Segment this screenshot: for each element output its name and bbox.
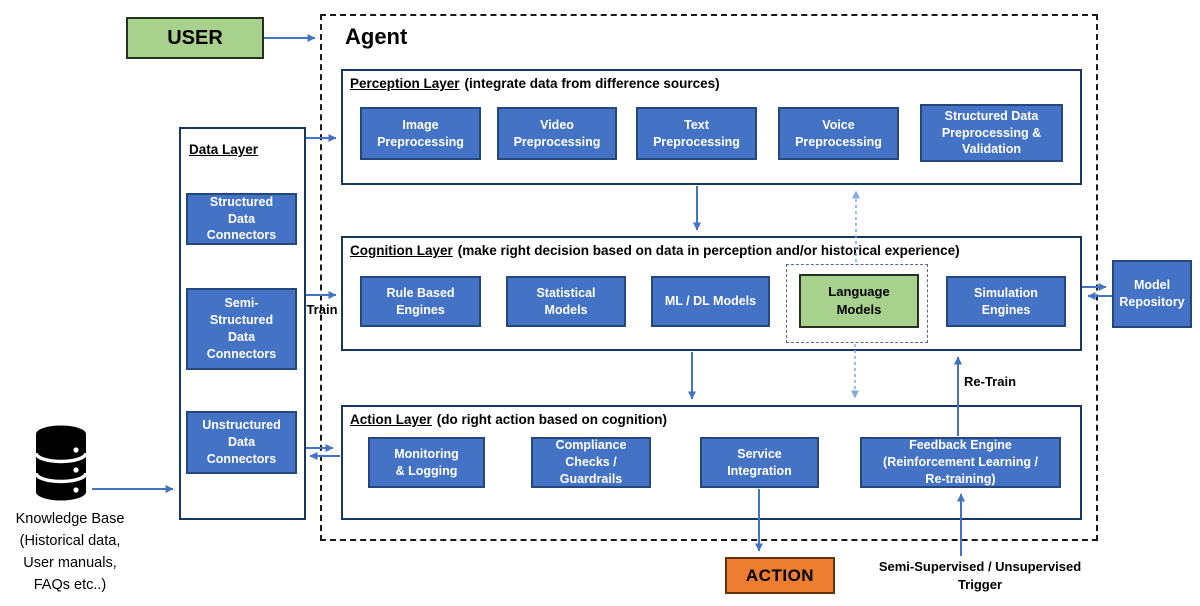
perception-layer-desc: (integrate data from difference sources) xyxy=(464,76,720,91)
box-service-integration: Service Integration xyxy=(700,437,819,488)
perception-layer-header: Perception Layer (integrate data from dif… xyxy=(350,76,720,91)
box-unstructured-data-connectors: Unstructured Data Connectors xyxy=(186,411,297,474)
box-language-models: Language Models xyxy=(799,274,919,328)
box-simulation-engines: Simulation Engines xyxy=(946,276,1066,327)
box-compliance-checks: Compliance Checks / Guardrails xyxy=(531,437,651,488)
user-box: USER xyxy=(126,17,264,59)
language-models-highlight-frame xyxy=(786,264,928,343)
box-image-preprocessing: Image Preprocessing xyxy=(360,107,481,160)
cognition-layer-header: Cognition Layer (make right decision base… xyxy=(350,243,960,258)
action-layer-header: Action Layer (do right action based on co… xyxy=(350,412,667,427)
action-layer-desc: (do right action based on cognition) xyxy=(436,412,668,427)
perception-layer-title: Perception Layer xyxy=(350,76,460,91)
train-label: Train xyxy=(306,302,338,317)
box-monitoring-logging: Monitoring & Logging xyxy=(368,437,485,488)
box-rule-based-engines: Rule Based Engines xyxy=(360,276,481,327)
box-video-preprocessing: Video Preprocessing xyxy=(497,107,617,160)
action-output-box: ACTION xyxy=(725,557,835,594)
knowledge-base-caption: Knowledge Base (Historical data, User ma… xyxy=(15,511,125,593)
box-model-repository: Model Repository xyxy=(1112,260,1192,328)
box-voice-preprocessing: Voice Preprocessing xyxy=(778,107,899,160)
agent-container xyxy=(320,14,1098,541)
box-structured-data-connectors: Structured Data Connectors xyxy=(186,193,297,245)
retrain-label: Re-Train xyxy=(964,374,1017,389)
box-structured-data-preprocessing: Structured Data Preprocessing & Validati… xyxy=(920,104,1063,162)
action-layer-title: Action Layer xyxy=(350,412,432,427)
box-semi-structured-data-connectors: Semi- Structured Data Connectors xyxy=(186,288,297,370)
cognition-layer-title: Cognition Layer xyxy=(350,243,453,258)
box-text-preprocessing: Text Preprocessing xyxy=(636,107,757,160)
data-layer-title: Data Layer xyxy=(189,142,259,157)
box-ml-dl-models: ML / DL Models xyxy=(651,276,770,327)
data-layer-header: Data Layer xyxy=(189,142,263,157)
database-icon xyxy=(34,425,88,501)
box-feedback-engine: Feedback Engine (Reinforcement Learning … xyxy=(860,437,1061,488)
agent-title: Agent xyxy=(345,24,408,49)
trigger-label: Semi-Supervised / Unsupervised Trigger xyxy=(878,559,1082,592)
box-statistical-models: Statistical Models xyxy=(506,276,626,327)
cognition-layer-desc: (make right decision based on data in pe… xyxy=(457,243,960,258)
